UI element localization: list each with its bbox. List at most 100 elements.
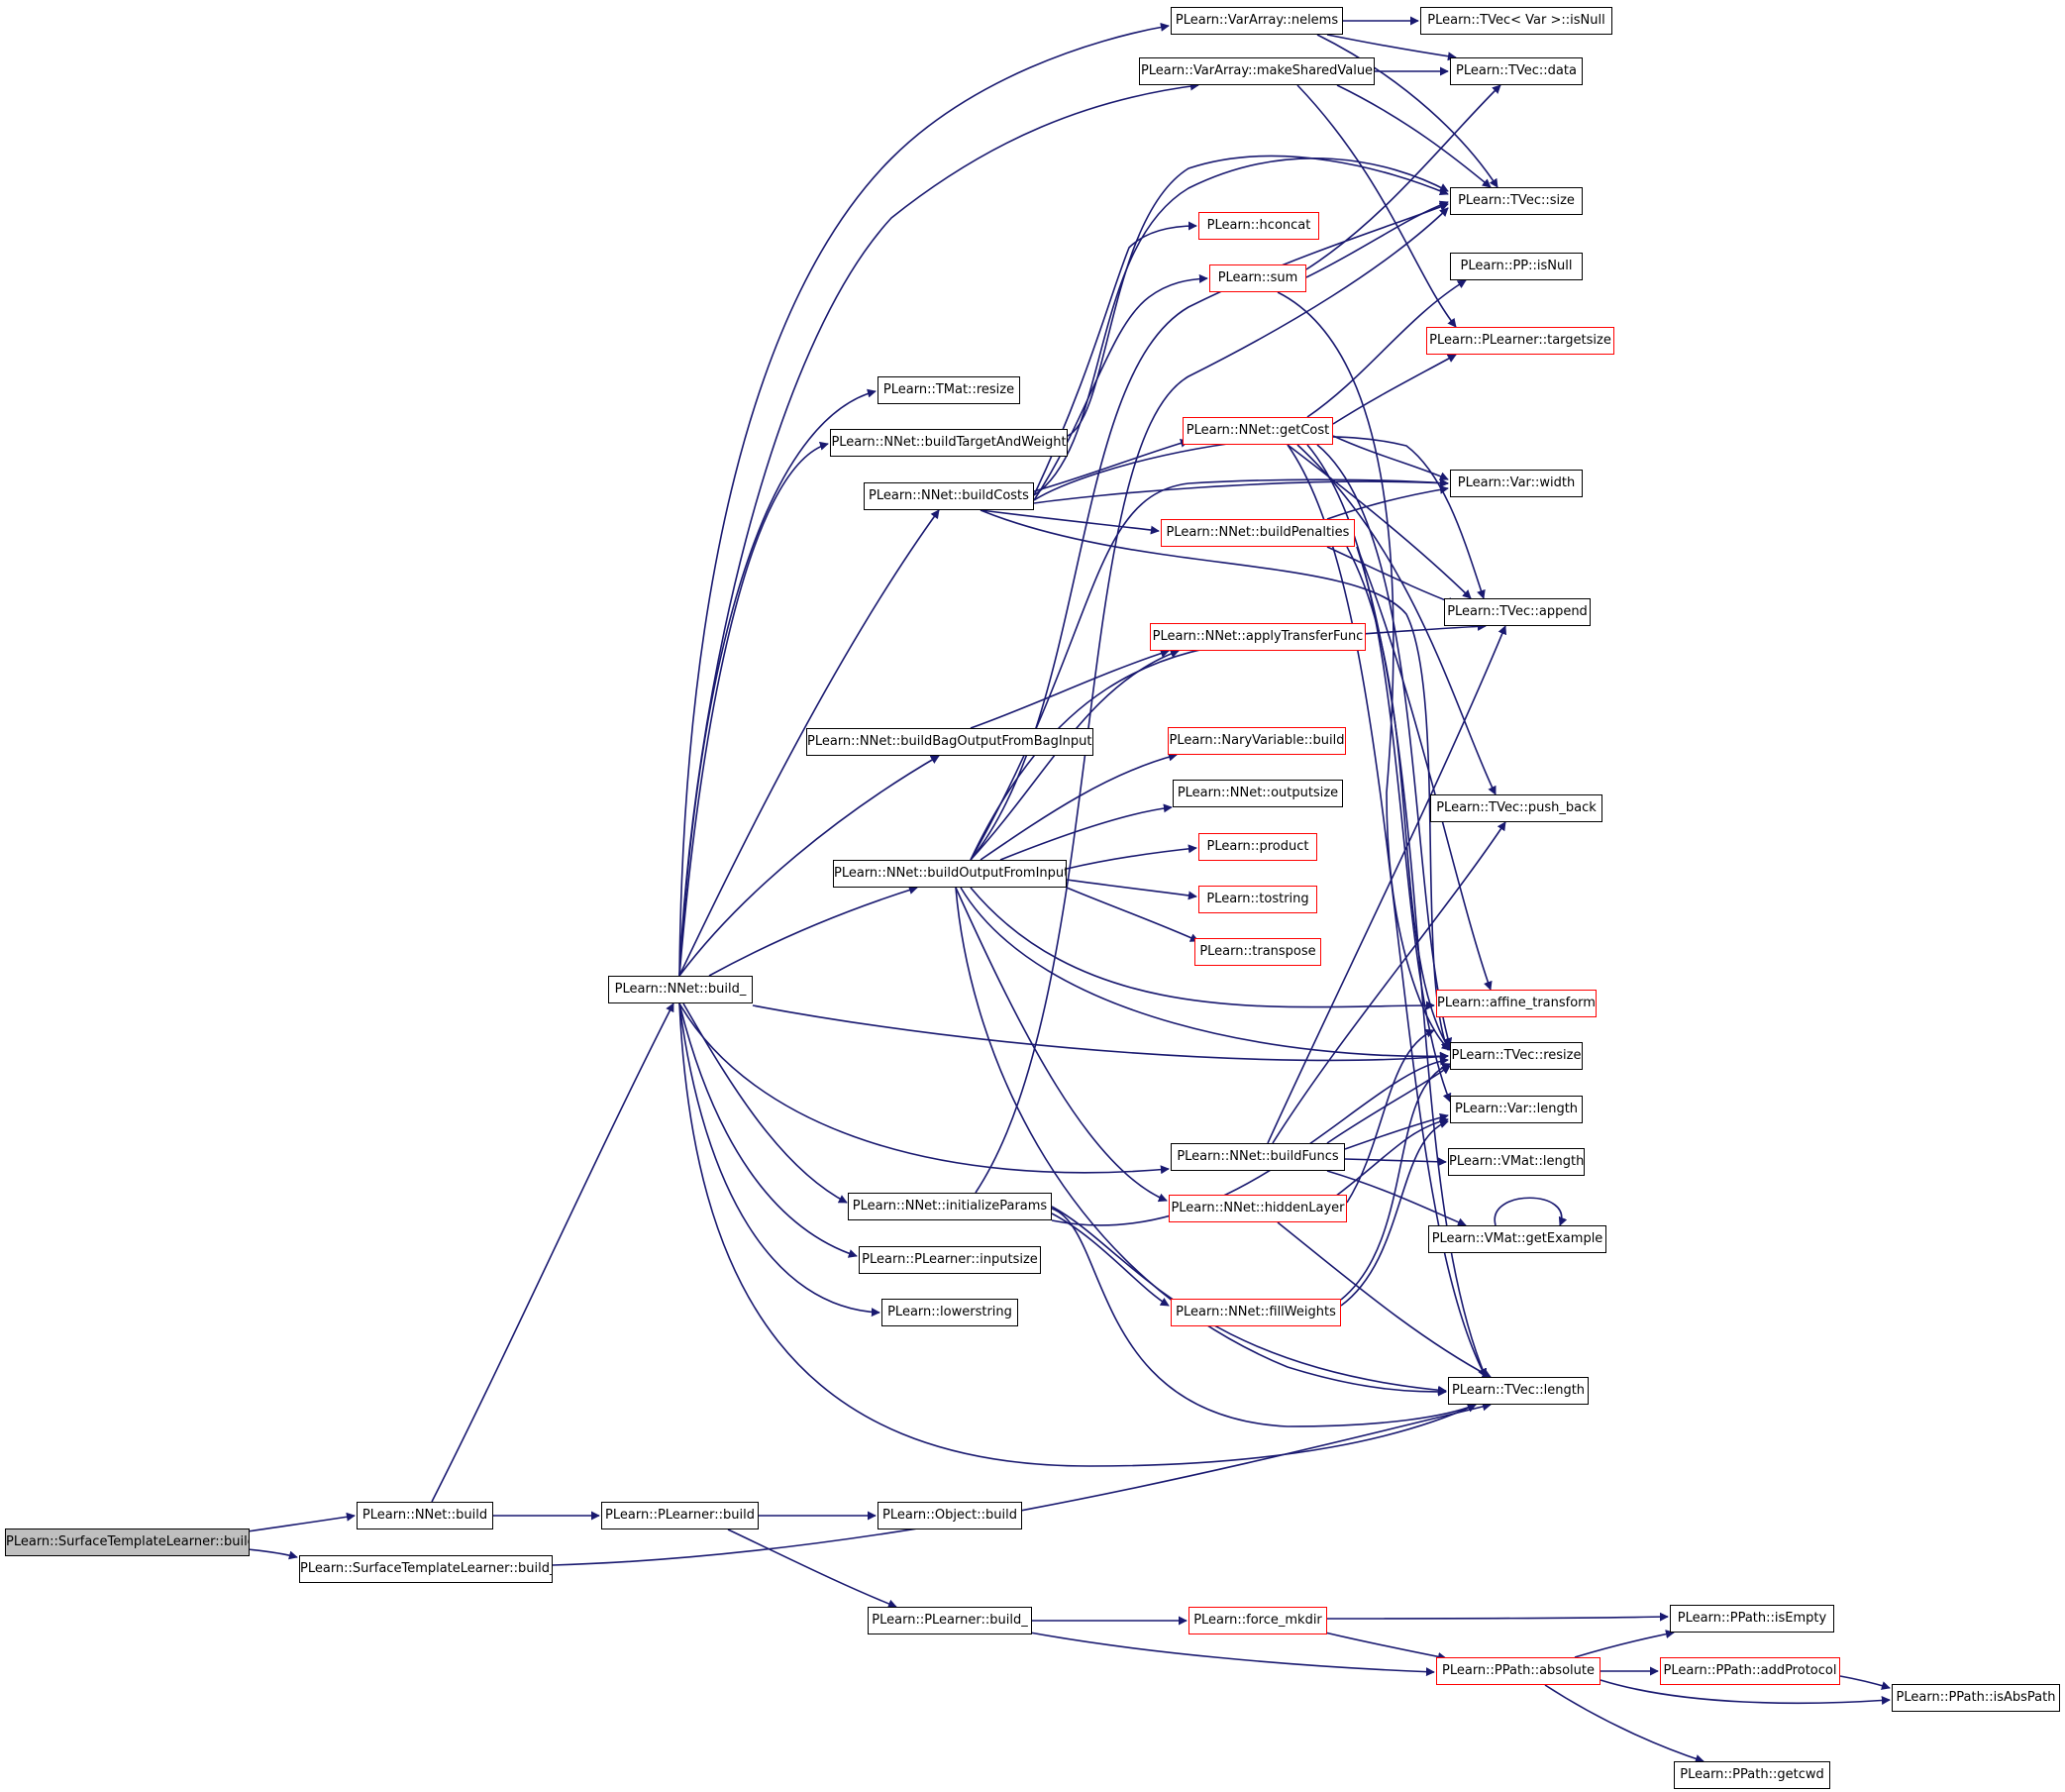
- node-vararray-nelems[interactable]: PLearn::VarArray::nelems: [1171, 7, 1343, 35]
- node-naryvariable-build[interactable]: PLearn::NaryVariable::build: [1168, 727, 1346, 755]
- edge-gcost-tvpush: [1296, 444, 1497, 795]
- node-nnet-fillweights[interactable]: PLearn::NNet::fillWeights: [1171, 1299, 1341, 1326]
- node-nnet-initializeparams[interactable]: PLearn::NNet::initializeParams: [848, 1193, 1052, 1220]
- edge-bcost-tvsize: [1033, 158, 1449, 496]
- edge-bcost-hcat: [1033, 221, 1197, 496]
- node-vararray-makesharedvalue[interactable]: PLearn::VarArray::makeSharedValue: [1139, 57, 1375, 85]
- edge-bcost-sum: [1033, 273, 1208, 501]
- node-vmat-length[interactable]: PLearn::VMat::length: [1448, 1148, 1585, 1176]
- edge-ppabs-ppcwd: [1544, 1684, 1704, 1763]
- node-var-width[interactable]: PLearn::Var::width: [1450, 470, 1583, 497]
- node-var-length[interactable]: PLearn::Var::length: [1450, 1096, 1583, 1123]
- edge-bpen-tvapp: [1326, 546, 1457, 606]
- edge-gcost-tgsz: [1332, 354, 1457, 425]
- edge-plb-plb_: [727, 1528, 897, 1609]
- edge-nnb_-bfunc: [678, 1002, 1170, 1175]
- node-nnet-build[interactable]: PLearn::NNet::build: [357, 1502, 493, 1529]
- edge-root-nnb: [247, 1512, 356, 1532]
- node-force-mkdir[interactable]: PLearn::force_mkdir: [1188, 1607, 1327, 1634]
- edge-nnb_-bbag: [678, 755, 940, 977]
- node-nnet-outputsize[interactable]: PLearn::NNet::outputsize: [1173, 780, 1343, 807]
- node-vmat-getexample[interactable]: PLearn::VMat::getExample: [1428, 1225, 1606, 1253]
- node-plearner-inputsize[interactable]: PLearn::PLearner::inputsize: [859, 1246, 1041, 1274]
- edge-vanel-tvdata: [1326, 34, 1457, 61]
- edge-bcost-bpen: [980, 509, 1160, 535]
- node-plearner-targetsize[interactable]: PLearn::PLearner::targetsize: [1426, 327, 1614, 355]
- node-ppath-getcwd[interactable]: PLearn::PPath::getcwd: [1674, 1761, 1830, 1789]
- node-transpose[interactable]: PLearn::transpose: [1194, 938, 1321, 966]
- node-nnet-buildfuncs[interactable]: PLearn::NNet::buildFuncs: [1171, 1143, 1345, 1171]
- node-nnet-buildbagoutputfrombaginputs[interactable]: PLearn::NNet::buildBagOutputFromBagInput…: [806, 728, 1093, 756]
- edge-sum-tvdata: [1305, 84, 1501, 270]
- node-nnet-buildpenalties[interactable]: PLearn::NNet::buildPenalties: [1161, 519, 1355, 547]
- node-tvec-length[interactable]: PLearn::TVec::length: [1448, 1377, 1589, 1405]
- edge-nnb_-insz: [678, 1002, 858, 1258]
- edge-bpen-tvres: [1346, 546, 1451, 1051]
- node-tmat-resize[interactable]: PLearn::TMat::resize: [878, 376, 1020, 404]
- edge-nnb_-btw: [678, 441, 829, 977]
- node-tostring[interactable]: PLearn::tostring: [1198, 886, 1317, 913]
- edge-nnb_-tvres: [752, 1004, 1449, 1062]
- node-ppath-addprotocol[interactable]: PLearn::PPath::addProtocol: [1660, 1657, 1840, 1685]
- edge-bcost-gcost: [1033, 439, 1189, 492]
- edge-bpen-vwid: [1326, 484, 1449, 520]
- edge-ppabs-ppisabs: [1600, 1679, 1891, 1706]
- node-nnet-build-underscore[interactable]: PLearn::NNet::build_: [608, 976, 753, 1003]
- edge-gcost-vwid: [1332, 435, 1449, 480]
- edge-bcost-tvapp: [1033, 436, 1486, 599]
- edge-bfunc-vmlen: [1344, 1157, 1447, 1167]
- node-nnet-applytransferfunc[interactable]: PLearn::NNet::applyTransferFunc: [1150, 623, 1366, 651]
- node-sum[interactable]: PLearn::sum: [1209, 264, 1306, 292]
- node-nnet-buildcosts[interactable]: PLearn::NNet::buildCosts: [864, 482, 1034, 510]
- edge-init-tvsize: [975, 207, 1449, 1194]
- node-tvec-var-isnull[interactable]: PLearn::TVec< Var >::isNull: [1420, 7, 1612, 35]
- node-tvec-size[interactable]: PLearn::TVec::size: [1450, 187, 1583, 215]
- edge-bfunc-vlen: [1344, 1112, 1449, 1150]
- edge-fillw-vlen: [1340, 1119, 1449, 1307]
- edge-fillw-tvres: [1340, 1062, 1451, 1301]
- node-ppath-absolute[interactable]: PLearn::PPath::absolute: [1436, 1657, 1600, 1685]
- node-surfacetemplatelearner-build[interactable]: PLearn::SurfaceTemplateLearner::build: [5, 1528, 250, 1556]
- edge-nnb_-bofi: [708, 886, 918, 977]
- node-hconcat[interactable]: PLearn::hconcat: [1198, 212, 1319, 240]
- edge-bofi-tvsize: [970, 202, 1449, 861]
- node-plearner-build[interactable]: PLearn::PLearner::build: [601, 1502, 759, 1529]
- node-surfacetemplatelearner-build-underscore[interactable]: PLearn::SurfaceTemplateLearner::build_: [299, 1555, 553, 1583]
- node-nnet-buildtargetandweight[interactable]: PLearn::NNet::buildTargetAndWeight: [830, 429, 1068, 457]
- node-tvec-push-back[interactable]: PLearn::TVec::push_back: [1430, 794, 1602, 822]
- edge-nnb_-tmres: [678, 388, 877, 977]
- edge-bofi-affine: [970, 887, 1435, 1010]
- edge-bofi-vwid: [970, 477, 1449, 861]
- node-nnet-getcost[interactable]: PLearn::NNet::getCost: [1183, 417, 1333, 445]
- node-nnet-buildoutputfrominput[interactable]: PLearn::NNet::buildOutputFromInput: [833, 860, 1067, 888]
- edge-hid-vlen: [1326, 1116, 1449, 1204]
- edge-nnb_-tvlen: [678, 1002, 1477, 1467]
- node-ppath-isempty[interactable]: PLearn::PPath::isEmpty: [1670, 1605, 1834, 1633]
- node-tvec-data[interactable]: PLearn::TVec::data: [1450, 57, 1583, 85]
- edge-bofi-hid: [955, 887, 1168, 1203]
- edge-vanel-tvsize: [1316, 34, 1498, 188]
- node-nnet-hiddenlayer[interactable]: PLearn::NNet::hiddenLayer: [1169, 1195, 1347, 1222]
- edge-hid-affine: [1346, 1028, 1435, 1204]
- edge-vmgex-self: [1494, 1197, 1568, 1226]
- node-product[interactable]: PLearn::product: [1198, 833, 1317, 861]
- edge-nnb-nnb_: [431, 1002, 674, 1503]
- edge-bofi-tvres: [960, 887, 1449, 1061]
- edge-nnb_-init: [682, 1002, 848, 1204]
- node-plearner-build-underscore[interactable]: PLearn::PLearner::build_: [868, 1607, 1032, 1634]
- edge-ppadd-ppisabs: [1839, 1675, 1891, 1690]
- edge-bbag-atf: [970, 649, 1170, 729]
- edge-gcost-tvapp: [1287, 444, 1472, 599]
- node-affine-transform[interactable]: PLearn::affine_transform: [1436, 990, 1597, 1017]
- node-ppath-isabspath[interactable]: PLearn::PPath::isAbsPath: [1892, 1684, 2060, 1712]
- node-tvec-resize[interactable]: PLearn::TVec::resize: [1450, 1042, 1583, 1070]
- edge-bofi-outsz: [999, 803, 1173, 861]
- node-lowerstring[interactable]: PLearn::lowerstring: [881, 1299, 1018, 1326]
- node-object-build[interactable]: PLearn::Object::build: [878, 1502, 1022, 1529]
- edge-bfunc-tvres: [1326, 1065, 1451, 1144]
- edge-bofi-prod: [1066, 844, 1197, 870]
- node-pp-isnull[interactable]: PLearn::PP::isNull: [1450, 253, 1583, 280]
- node-tvec-append[interactable]: PLearn::TVec::append: [1444, 598, 1591, 626]
- edge-nnb_-bcost: [678, 509, 940, 977]
